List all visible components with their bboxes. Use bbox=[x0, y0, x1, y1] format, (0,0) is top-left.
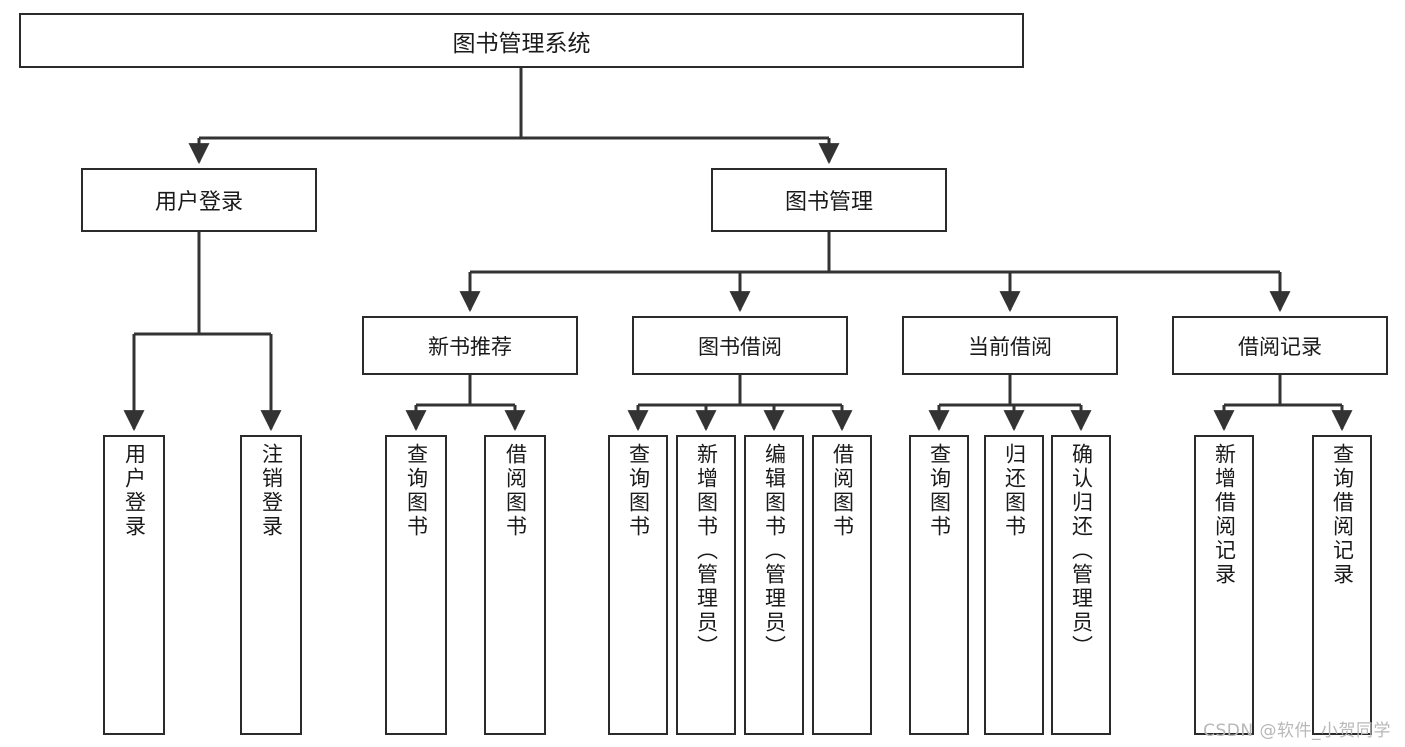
node-leaf-query-borrow-record[interactable]: 查询借阅记录 bbox=[1312, 435, 1372, 735]
node-user-login[interactable]: 用户登录 bbox=[81, 168, 317, 232]
node-leaf-return-book[interactable]: 归还图书 bbox=[984, 435, 1044, 735]
node-leaf-query-book-recommend-label: 查询图书 bbox=[404, 443, 429, 539]
node-leaf-confirm-return-admin-label: 确认归还（管理员） bbox=[1069, 443, 1094, 659]
node-book-borrow-label: 图书借阅 bbox=[698, 334, 782, 359]
node-leaf-confirm-return-admin[interactable]: 确认归还（管理员） bbox=[1051, 435, 1111, 735]
node-leaf-user-login[interactable]: 用户登录 bbox=[103, 435, 165, 735]
node-borrow-record[interactable]: 借阅记录 bbox=[1172, 316, 1388, 375]
node-book-borrow[interactable]: 图书借阅 bbox=[632, 316, 848, 375]
node-new-book-recommend[interactable]: 新书推荐 bbox=[362, 316, 578, 375]
node-book-management-label: 图书管理 bbox=[784, 190, 873, 215]
watermark: CSDN @软件_小贺同学 bbox=[1203, 721, 1391, 741]
node-leaf-borrow-book-recommend-label: 借阅图书 bbox=[503, 443, 528, 539]
node-leaf-user-login-label: 用户登录 bbox=[122, 443, 147, 539]
node-current-borrow[interactable]: 当前借阅 bbox=[902, 316, 1118, 375]
node-leaf-add-book-admin-label: 新增图书（管理员） bbox=[694, 443, 719, 659]
node-borrow-record-label: 借阅记录 bbox=[1238, 334, 1322, 359]
node-leaf-borrow-book[interactable]: 借阅图书 bbox=[812, 435, 872, 735]
node-leaf-add-borrow-record[interactable]: 新增借阅记录 bbox=[1194, 435, 1254, 735]
node-leaf-query-book-borrow-label: 查询图书 bbox=[626, 443, 651, 539]
node-user-login-label: 用户登录 bbox=[154, 190, 243, 215]
node-leaf-add-book-admin[interactable]: 新增图书（管理员） bbox=[676, 435, 736, 735]
node-leaf-query-book-borrow[interactable]: 查询图书 bbox=[608, 435, 668, 735]
node-leaf-query-book-recommend[interactable]: 查询图书 bbox=[385, 435, 447, 735]
node-new-book-recommend-label: 新书推荐 bbox=[428, 334, 512, 359]
node-current-borrow-label: 当前借阅 bbox=[968, 334, 1052, 359]
node-book-management[interactable]: 图书管理 bbox=[711, 168, 947, 232]
node-leaf-edit-book-admin-label: 编辑图书（管理员） bbox=[762, 443, 787, 659]
node-leaf-logout[interactable]: 注销登录 bbox=[240, 435, 302, 735]
node-leaf-logout-label: 注销登录 bbox=[259, 443, 284, 539]
node-root-label: 图书管理系统 bbox=[452, 30, 591, 57]
node-leaf-borrow-book-recommend[interactable]: 借阅图书 bbox=[484, 435, 546, 735]
node-leaf-add-borrow-record-label: 新增借阅记录 bbox=[1212, 443, 1237, 587]
node-leaf-return-book-label: 归还图书 bbox=[1002, 443, 1027, 539]
node-root[interactable]: 图书管理系统 bbox=[19, 13, 1024, 68]
node-leaf-edit-book-admin[interactable]: 编辑图书（管理员） bbox=[744, 435, 804, 735]
node-leaf-query-borrow-record-label: 查询借阅记录 bbox=[1330, 443, 1355, 587]
node-leaf-query-book-current[interactable]: 查询图书 bbox=[909, 435, 969, 735]
node-leaf-query-book-current-label: 查询图书 bbox=[927, 443, 952, 539]
node-leaf-borrow-book-label: 借阅图书 bbox=[830, 443, 855, 539]
